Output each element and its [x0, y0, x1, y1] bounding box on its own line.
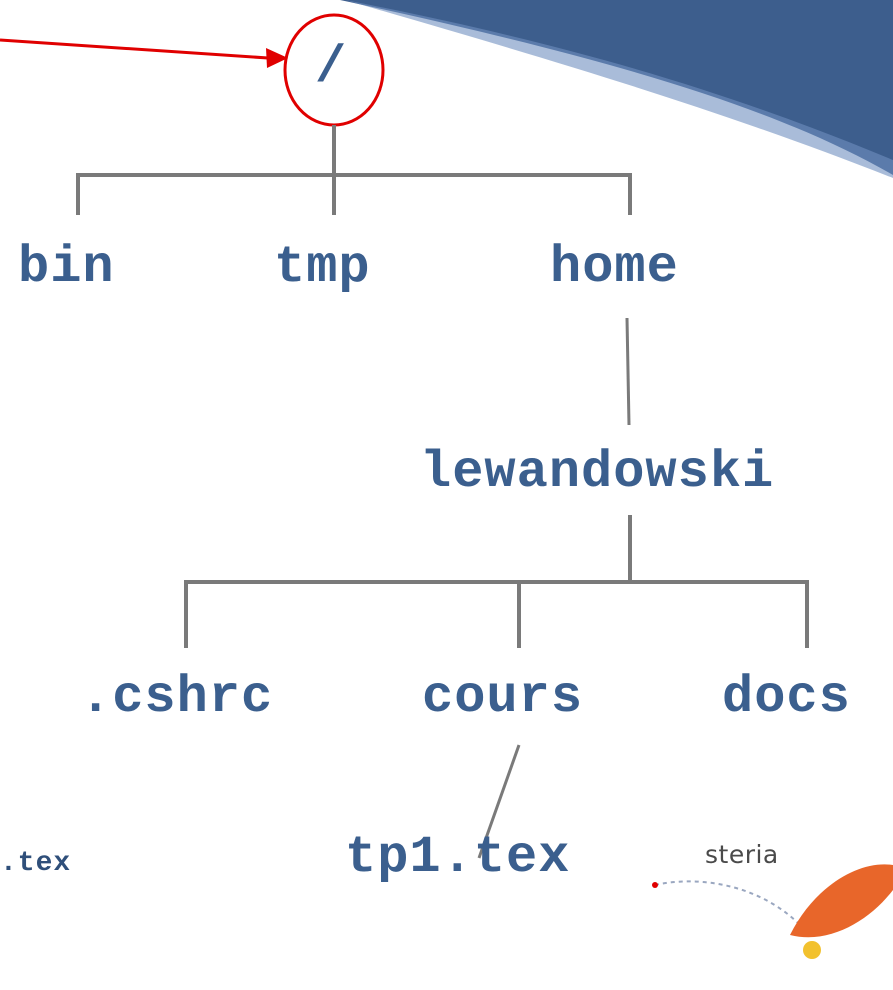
node-tmp: tmp: [274, 238, 371, 297]
steria-logo-orange-leaf: [790, 864, 893, 938]
node-cours: cours: [422, 668, 584, 727]
root-arrow-head: [266, 48, 288, 68]
node-docs: docs: [722, 668, 851, 727]
steria-logo-yellow-dot: [803, 941, 821, 959]
node-partial-tex: .tex: [0, 848, 72, 879]
steria-logo-red-dot: [652, 882, 658, 888]
steria-logo: [652, 864, 893, 959]
steria-logo-dotted-curve: [654, 880, 801, 926]
banner-swoosh: [340, 0, 893, 175]
node-bin: bin: [18, 238, 115, 297]
edge-cours-tp1: [477, 744, 521, 859]
edge-home-lewandowski: [625, 317, 631, 426]
node-lewandowski: lewandowski: [420, 443, 775, 502]
root-arrow-line: [0, 38, 269, 60]
node-home: home: [550, 238, 679, 297]
root-node-label: /: [315, 38, 348, 97]
steria-logo-text: steria: [705, 840, 779, 869]
node-cshrc: .cshrc: [80, 668, 274, 727]
node-tp1-tex: tp1.tex: [345, 828, 571, 887]
